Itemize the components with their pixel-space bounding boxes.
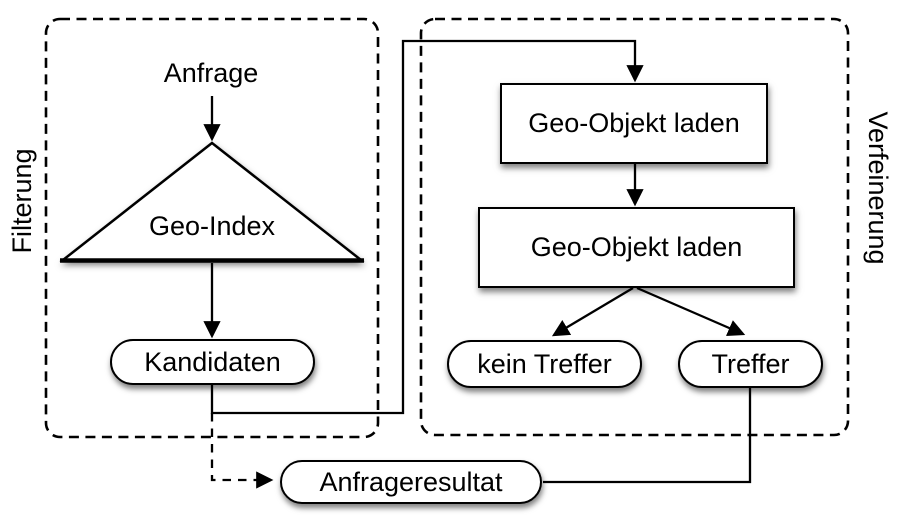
connector-kandidaten-to-load-geo-object (210, 39, 644, 415)
treffer-node: Treffer (678, 340, 823, 388)
load-geo-object-node-top: Geo-Objekt laden (500, 83, 768, 164)
load-geo-object-node-bottom: Geo-Objekt laden (478, 207, 795, 288)
geo-index-label: Geo-Index (148, 210, 276, 241)
anfrage-label: Anfrage (163, 57, 259, 88)
arrow-to-kein-treffer (551, 287, 634, 337)
refinement-section-label: Verfeinerung (863, 111, 894, 265)
kein-treffer-node: kein Treffer (447, 340, 642, 388)
filtering-section-box (44, 17, 380, 439)
connector-treffer-to-anfrageresultat (543, 388, 752, 484)
arrow-to-treffer (636, 286, 746, 337)
anfrageresultat-node: Anfrageresultat (280, 460, 542, 504)
filtering-section-label: Filterung (6, 148, 37, 254)
refinement-section-box (419, 17, 850, 437)
kandidaten-node: Kandidaten (110, 339, 315, 385)
dashed-arrow-kandidaten-to-anfrageresultat (210, 413, 274, 489)
